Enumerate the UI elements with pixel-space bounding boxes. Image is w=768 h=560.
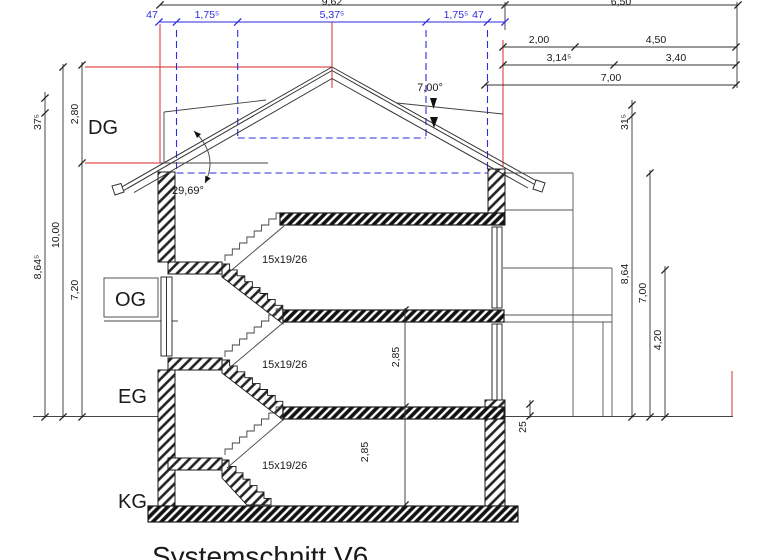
cut-flight-eg [221,359,284,421]
staircase [167,212,285,506]
dim-plinth: 25 [517,421,529,433]
labels: 9,62 6,50 47 1,75⁵ 5,37⁵ 1,75⁵ 47 2,00 4… [32,0,686,560]
stair-label-og: 15x19/26 [262,254,307,266]
dim-left-parapet: 37⁵ [32,114,44,130]
dim-340: 3,40 [666,52,687,64]
windows [160,226,503,401]
floor-label-og: OG [115,289,146,311]
floor-label-kg: KG [118,491,147,513]
floor-label-dg: DG [88,117,118,139]
annex-elevation [503,172,613,416]
floor-slabs [147,212,519,523]
angle-label-secondary: 7,00° [417,82,443,94]
dim-left-lower: 7,20 [69,280,81,301]
stair-label-eg: 15x19/26 [262,359,307,371]
drawing-title: Systemschnitt V6 [152,541,368,560]
dim-3145: 3,14⁵ [547,52,572,64]
floor-label-eg: EG [118,386,147,408]
angle-label-main: 29,69° [172,185,204,197]
dim-left-wall: 8,64⁵ [32,255,44,280]
gutter-right [532,179,546,193]
roof [111,66,546,196]
dim-blue-175-left: 1,75⁵ [195,9,220,21]
dim-left-total: 10,00 [50,222,62,248]
dim-room-og: 2,85 [390,347,402,368]
slab-eg [282,406,505,420]
dim-200: 2,00 [529,34,550,46]
dim-right-ridge: 31⁵ [619,114,631,130]
walls [157,168,506,507]
dim-700-top: 7,00 [601,72,622,84]
stair-label-kg: 15x19/26 [262,460,307,472]
slab-dg [279,212,505,226]
dim-right-annex: 7,00 [637,283,649,304]
dim-450: 4,50 [646,34,667,46]
landing-og [167,261,223,275]
slab-og [282,309,505,323]
gutter-left [111,182,125,196]
landing-kg [167,457,223,471]
dim-blue-47-right: 47 [472,9,484,21]
dim-top-total: 9,62 [322,0,343,8]
dim-room-kg: 2,85 [359,442,371,463]
dimension-lines [44,2,738,506]
dim-left-dg: 2,80 [69,104,81,125]
dim-blue-175-right: 1,75⁵ [444,9,469,21]
red-construction-lines [85,22,733,416]
dim-topright-total: 6,50 [611,0,632,8]
dim-right-wall: 8,64 [619,264,631,285]
dimension-ticks [40,0,743,510]
cut-flight-kg [221,459,272,506]
dim-blue-47-left: 47 [146,9,158,21]
landing-eg [167,357,223,371]
dim-right-annexlower: 4,20 [652,330,664,351]
slab-base [147,505,519,523]
blue-guide-lines [175,30,489,174]
dim-blue-537: 5,37⁵ [320,9,345,21]
angle-annotations [160,98,438,184]
